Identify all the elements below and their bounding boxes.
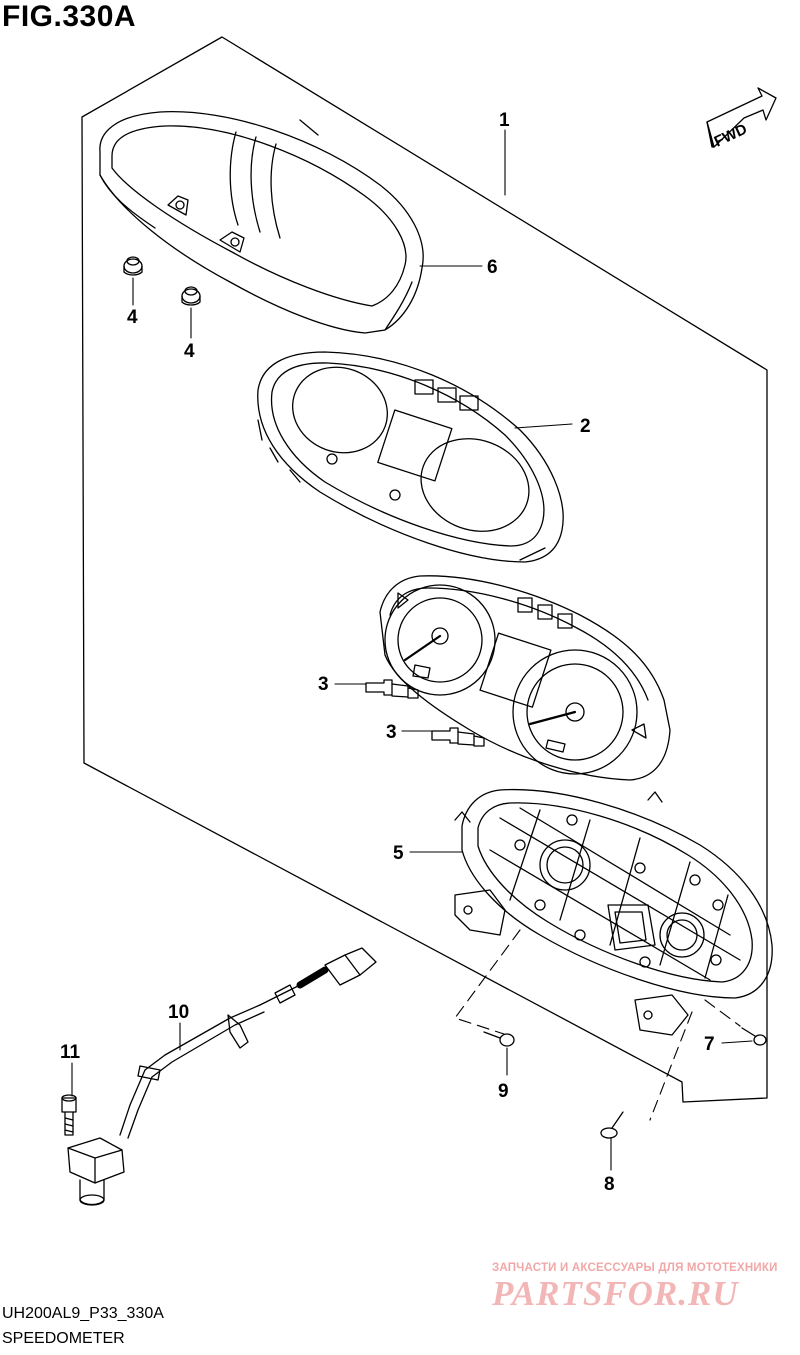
part-7-screw [741,1027,767,1046]
callout-1: 1 [499,110,510,131]
part-8-screw [600,1111,624,1139]
leader-lines [71,129,753,1171]
part-2-bezel [257,351,564,563]
part-6-outer-cover [99,111,424,334]
fwd-arrow-icon [706,87,777,148]
model-code: UH200AL9_P33_330A [2,1305,164,1322]
callout-4-lower: 4 [184,341,195,362]
callout-9: 9 [498,1081,509,1102]
callout-3-lower: 3 [386,722,397,743]
callout-2: 2 [580,416,591,437]
callout-5: 5 [393,843,404,864]
figure-caption: SPEEDOMETER [2,1330,125,1347]
part-10-sensor-cable [119,947,377,1139]
part-4-grommet-lower [181,286,201,306]
part-11-bolt [61,1094,77,1136]
part-3-bulb-lower [431,727,485,747]
assembly-boundary [81,36,768,1103]
watermark-logo: PARTSFOR.RU [492,1274,739,1313]
figure-title: FIG.330A [2,0,137,33]
part-9-screw [483,1031,515,1047]
callout-6: 6 [487,257,498,278]
callout-4-upper: 4 [127,307,138,328]
speed-sensor [67,1137,125,1206]
part-4-grommet-upper [123,256,143,276]
watermark-tagline: ЗАПЧАСТИ И АКСЕССУАРЫ ДЛЯ МОТОТЕХНИКИ [492,1262,778,1274]
callout-numbers: 1 6 4 4 2 3 3 5 10 11 9 7 8 [60,110,715,1195]
callout-8: 8 [604,1174,615,1195]
callout-11: 11 [60,1042,81,1063]
callout-7: 7 [704,1034,715,1055]
callout-10: 10 [168,1002,189,1023]
part-3-bulb-upper [365,679,419,699]
callout-3-upper: 3 [318,674,329,695]
gauge-panel [379,575,671,781]
part-5-rear-case [454,788,773,1036]
